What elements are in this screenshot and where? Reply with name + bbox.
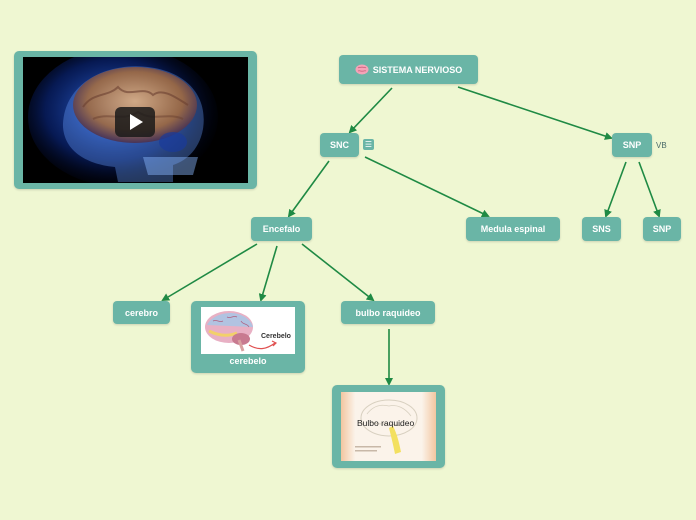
cerebelo-image-caption: Cerebelo — [261, 333, 291, 340]
node-snp-child[interactable]: SNP — [643, 217, 681, 241]
node-label: SNP — [652, 224, 672, 234]
node-bulbo-image[interactable]: Bulbo raquideo — [332, 385, 445, 468]
node-snc[interactable]: SNC — [320, 133, 359, 157]
node-encefalo[interactable]: Encefalo — [251, 217, 312, 241]
edge-encefalo-cerebelo — [258, 245, 278, 302]
bulbo-image-caption: Bulbo raquideo — [357, 418, 414, 428]
node-label: Encefalo — [262, 224, 301, 234]
edge-root-snc — [348, 87, 393, 134]
edge-encefalo-bulbo — [301, 243, 375, 302]
node-snp[interactable]: SNP — [612, 133, 652, 157]
edge-snp-snp2 — [638, 161, 661, 218]
video-card[interactable] — [14, 51, 257, 189]
node-cerebro[interactable]: cerebro — [113, 301, 170, 324]
node-label: SNS — [592, 224, 611, 234]
node-label: bulbo raquideo — [355, 307, 421, 318]
brain-skull-video-thumbnail[interactable] — [23, 57, 248, 183]
node-sns[interactable]: SNS — [582, 217, 621, 241]
node-bulbo-raquideo[interactable]: bulbo raquideo — [341, 301, 435, 324]
node-label: SNP — [622, 140, 642, 150]
snp-side-label: VB — [656, 141, 667, 150]
node-cerebelo[interactable]: Cerebelo cerebelo — [191, 301, 305, 373]
edge-snc-encefalo — [287, 160, 330, 218]
node-label: SNC — [329, 140, 349, 150]
edge-snc-medula — [364, 156, 490, 218]
notes-icon[interactable]: ☰ — [363, 139, 374, 150]
edge-root-snp — [457, 86, 613, 140]
cerebelo-image: Cerebelo — [201, 307, 295, 354]
node-label: Medula espinal — [480, 224, 546, 234]
edge-encefalo-cerebro — [161, 243, 258, 302]
brain-icon — [355, 64, 369, 75]
bulbo-raquideo-image: Bulbo raquideo — [341, 392, 436, 461]
play-icon — [130, 114, 143, 130]
node-medula-espinal[interactable]: Medula espinal — [466, 217, 560, 241]
edge-snp-sns — [604, 161, 627, 218]
node-label: cerebro — [124, 307, 159, 318]
node-label: SISTEMA NERVIOSO — [372, 64, 463, 75]
node-sistema-nervioso[interactable]: SISTEMA NERVIOSO — [339, 55, 478, 84]
node-label: cerebelo — [229, 356, 267, 366]
